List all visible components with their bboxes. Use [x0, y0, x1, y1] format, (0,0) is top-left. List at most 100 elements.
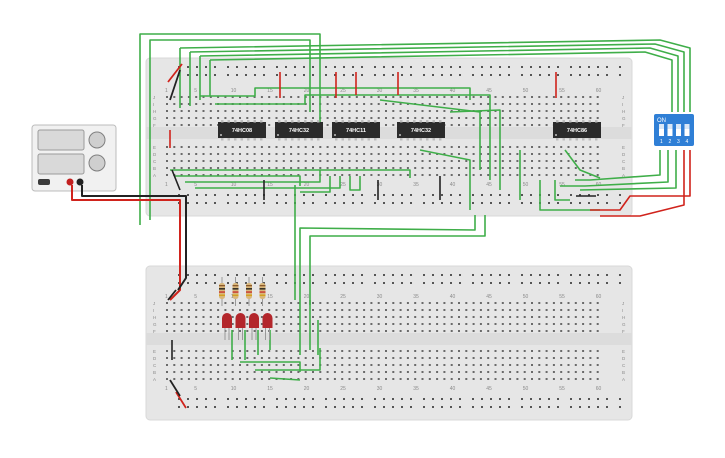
terminal-hole[interactable] [275, 330, 278, 332]
ic-chip[interactable]: 74HC08 [218, 120, 266, 141]
rail-hole[interactable] [245, 274, 247, 276]
rail-hole[interactable] [530, 398, 532, 400]
rail-hole[interactable] [285, 398, 287, 400]
terminal-hole[interactable] [246, 371, 249, 373]
rail-hole[interactable] [557, 74, 559, 76]
terminal-hole[interactable] [531, 316, 533, 318]
terminal-hole[interactable] [304, 302, 307, 304]
terminal-hole[interactable] [589, 316, 592, 318]
terminal-hole[interactable] [414, 330, 417, 332]
terminal-hole[interactable] [472, 330, 475, 332]
terminal-hole[interactable] [260, 146, 263, 148]
terminal-hole[interactable] [246, 323, 249, 325]
terminal-hole[interactable] [319, 160, 322, 162]
terminal-hole[interactable] [436, 302, 439, 304]
terminal-hole[interactable] [253, 153, 256, 155]
terminal-hole[interactable] [428, 167, 431, 169]
rail-hole[interactable] [334, 398, 336, 400]
terminal-hole[interactable] [465, 364, 468, 366]
rail-hole[interactable] [401, 274, 403, 276]
terminal-hole[interactable] [341, 371, 344, 373]
terminal-hole[interactable] [589, 309, 592, 311]
terminal-hole[interactable] [377, 316, 380, 318]
terminal-hole[interactable] [596, 309, 599, 311]
terminal-hole[interactable] [582, 371, 585, 373]
terminal-hole[interactable] [450, 96, 453, 98]
terminal-hole[interactable] [282, 160, 285, 162]
rail-hole[interactable] [392, 398, 394, 400]
terminal-hole[interactable] [582, 146, 585, 148]
rail-hole[interactable] [187, 202, 189, 204]
terminal-hole[interactable] [443, 323, 446, 325]
ic-chip[interactable]: 74HC86 [553, 120, 601, 141]
terminal-hole[interactable] [275, 371, 278, 373]
terminal-hole[interactable] [494, 110, 497, 112]
terminal-hole[interactable] [231, 323, 234, 325]
terminal-hole[interactable] [166, 330, 168, 332]
rail-hole[interactable] [570, 282, 572, 284]
power-switch-icon[interactable] [38, 179, 50, 185]
rail-hole[interactable] [205, 398, 207, 400]
terminal-hole[interactable] [348, 117, 351, 119]
terminal-hole[interactable] [173, 330, 176, 332]
terminal-hole[interactable] [501, 316, 504, 318]
terminal-hole[interactable] [589, 117, 592, 119]
rail-hole[interactable] [490, 406, 492, 408]
terminal-hole[interactable] [326, 316, 329, 318]
rail-hole[interactable] [410, 274, 412, 276]
terminal-hole[interactable] [399, 357, 402, 359]
terminal-hole[interactable] [560, 117, 563, 119]
rail-hole[interactable] [196, 274, 198, 276]
rail-hole[interactable] [459, 202, 461, 204]
terminal-hole[interactable] [560, 371, 563, 373]
terminal-hole[interactable] [326, 378, 329, 380]
rail-hole[interactable] [481, 398, 483, 400]
terminal-hole[interactable] [282, 153, 285, 155]
terminal-hole[interactable] [509, 357, 512, 359]
terminal-hole[interactable] [363, 378, 366, 380]
terminal-hole[interactable] [531, 153, 533, 155]
rail-hole[interactable] [361, 66, 363, 68]
terminal-hole[interactable] [428, 364, 431, 366]
terminal-hole[interactable] [421, 371, 424, 373]
rail-hole[interactable] [606, 282, 608, 284]
terminal-hole[interactable] [421, 378, 424, 380]
terminal-hole[interactable] [574, 323, 577, 325]
rail-hole[interactable] [392, 74, 394, 76]
terminal-hole[interactable] [377, 350, 380, 352]
terminal-hole[interactable] [596, 330, 599, 332]
terminal-hole[interactable] [574, 153, 577, 155]
terminal-hole[interactable] [523, 378, 526, 380]
terminal-hole[interactable] [260, 160, 263, 162]
terminal-hole[interactable] [319, 146, 322, 148]
rail-hole[interactable] [196, 282, 198, 284]
terminal-hole[interactable] [479, 371, 482, 373]
terminal-hole[interactable] [567, 110, 570, 112]
terminal-hole[interactable] [275, 316, 278, 318]
terminal-hole[interactable] [552, 167, 555, 169]
terminal-hole[interactable] [582, 96, 585, 98]
terminal-hole[interactable] [319, 167, 322, 169]
terminal-hole[interactable] [282, 167, 285, 169]
terminal-hole[interactable] [253, 146, 256, 148]
terminal-hole[interactable] [450, 110, 453, 112]
terminal-hole[interactable] [246, 378, 249, 380]
terminal-hole[interactable] [253, 167, 256, 169]
terminal-hole[interactable] [414, 302, 417, 304]
terminal-hole[interactable] [209, 316, 212, 318]
terminal-hole[interactable] [231, 110, 234, 112]
terminal-hole[interactable] [333, 110, 336, 112]
rail-hole[interactable] [205, 274, 207, 276]
terminal-hole[interactable] [187, 302, 190, 304]
terminal-hole[interactable] [312, 302, 314, 304]
terminal-hole[interactable] [406, 302, 409, 304]
rail-hole[interactable] [441, 274, 443, 276]
terminal-hole[interactable] [458, 146, 460, 148]
rail-hole[interactable] [312, 274, 314, 276]
rail-hole[interactable] [423, 202, 425, 204]
terminal-hole[interactable] [180, 309, 183, 311]
terminal-hole[interactable] [326, 371, 329, 373]
terminal-hole[interactable] [443, 371, 446, 373]
terminal-hole[interactable] [370, 350, 373, 352]
rail-hole[interactable] [352, 66, 354, 68]
